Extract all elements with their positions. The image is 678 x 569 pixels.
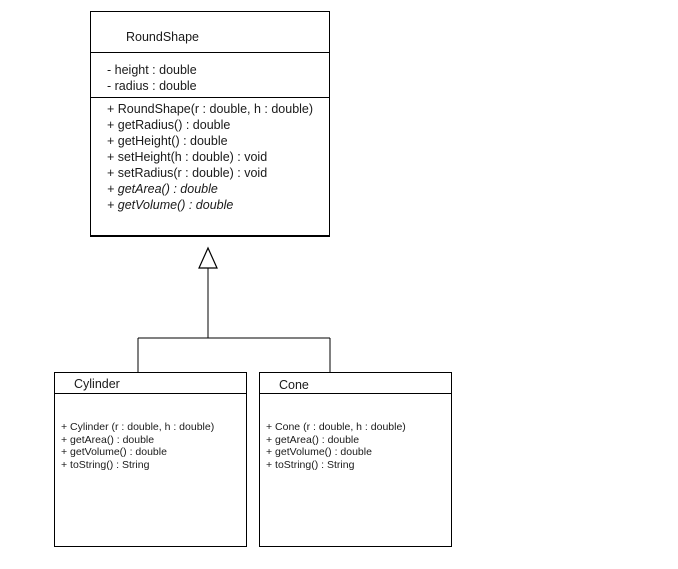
generalization-arrowhead <box>198 246 218 269</box>
method-line: + Cone (r : double, h : double) <box>266 421 406 433</box>
cylinder-class-name: Cylinder <box>74 377 120 391</box>
method-line: + RoundShape(r : double, h : double) <box>107 102 314 116</box>
cone-class-name: Cone <box>279 378 309 392</box>
method-line: + getRadius() : double <box>107 118 231 132</box>
method-line: + getVolume() : double <box>61 446 167 458</box>
cylinder-class: Cylinder + Cylinder (r : double, h : dou… <box>54 372 247 547</box>
roundshape-class-name: RoundShape <box>126 30 199 44</box>
method-line: + toString() : String <box>266 458 355 471</box>
attribute-height: - height : double <box>107 63 197 77</box>
method-line: + toString() : String <box>61 458 150 471</box>
method-line: + setHeight(h : double) : void <box>107 150 268 164</box>
cone-class: Cone + Cone (r : double, h : double)+ ge… <box>259 372 452 547</box>
method-line: + getArea() : double <box>266 433 360 446</box>
roundshape-class: RoundShape - height : double - radius : … <box>90 11 330 237</box>
attribute-radius: - radius : double <box>107 79 197 93</box>
method-line: + getArea() : double <box>61 433 155 446</box>
method-line: + getArea() : double <box>107 182 218 196</box>
method-line: + getVolume() : double <box>266 446 372 458</box>
method-line: + getHeight() : double <box>107 134 228 148</box>
method-line: + getVolume() : double <box>107 198 234 212</box>
method-line: + Cylinder (r : double, h : double) <box>61 421 215 433</box>
method-line: + setRadius(r : double) : void <box>107 166 268 180</box>
